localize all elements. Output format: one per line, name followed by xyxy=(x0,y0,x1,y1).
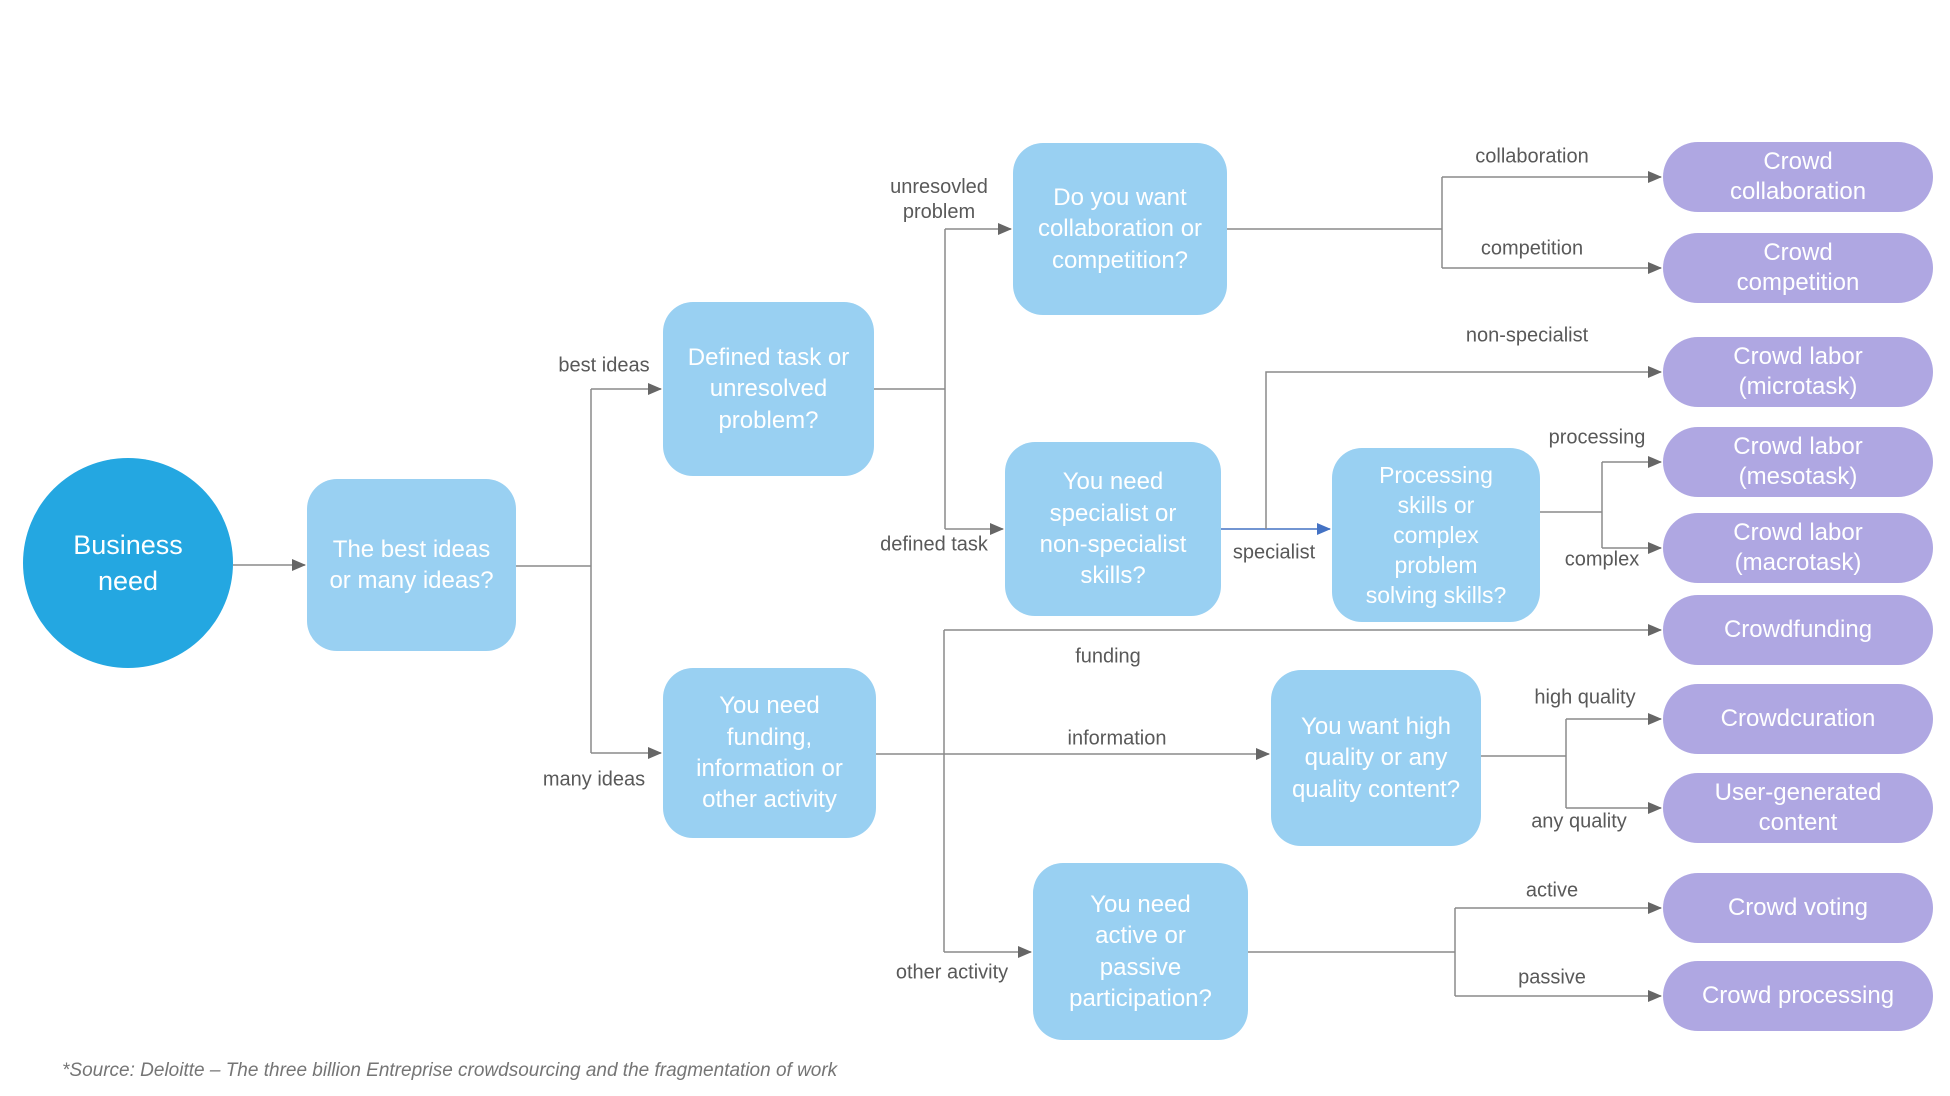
edge-label-any-quality: any quality xyxy=(1531,810,1627,833)
edge-label-specialist: specialist xyxy=(1232,541,1316,564)
node-outcome-crowdfunding: Crowdfunding xyxy=(1663,595,1933,665)
node-question-collaboration-or-competition: Do you want collaboration or competition… xyxy=(1013,143,1227,315)
edge-label-many-ideas: many ideas xyxy=(542,768,646,791)
node-outcome-user-generated-content: User-generated content xyxy=(1663,773,1933,843)
edge-label-competition: competition xyxy=(1480,237,1584,260)
source-note: *Source: Deloitte – The three billion En… xyxy=(62,1060,838,1081)
node-question-defined-task-or-problem: Defined task or unresolved problem? xyxy=(663,302,874,476)
edge-label-collaboration: collaboration xyxy=(1475,145,1589,168)
node-outcome-crowd-competition: Crowd competition xyxy=(1663,233,1933,303)
node-outcome-crowd-labor-microtask: Crowd labor (microtask) xyxy=(1663,337,1933,407)
edge-label-processing: processing xyxy=(1548,426,1646,449)
edge-label-passive: passive xyxy=(1518,966,1586,989)
edge-label-funding: funding xyxy=(1075,645,1141,668)
edge-non-specialist-arrow xyxy=(1265,366,1662,529)
node-outcome-crowd-labor-mesotask: Crowd labor (mesotask) xyxy=(1663,427,1933,497)
node-question-active-or-passive: You need active or passive participation… xyxy=(1033,863,1248,1040)
node-outcome-crowd-processing: Crowd processing xyxy=(1663,961,1933,1031)
node-business-need: Business need xyxy=(23,458,233,668)
edge-label-other-activity: other activity xyxy=(895,961,1009,984)
edge-label-high-quality: high quality xyxy=(1534,686,1636,709)
node-question-quality-content: You want high quality or any quality con… xyxy=(1271,670,1481,846)
node-outcome-crowd-collaboration: Crowd collaboration xyxy=(1663,142,1933,212)
edge-label-non-specialist: non-specialist xyxy=(1465,324,1589,347)
node-question-funding-information-activity: You need funding, information or other a… xyxy=(663,668,876,838)
node-outcome-crowd-labor-macrotask: Crowd labor (macrotask) xyxy=(1663,513,1933,583)
node-question-specialist-skills: You need specialist or non-specialist sk… xyxy=(1005,442,1221,616)
edge-label-active: active xyxy=(1525,879,1579,902)
node-question-best-or-many-ideas: The best ideas or many ideas? xyxy=(307,479,516,651)
edge-label-complex: complex xyxy=(1564,548,1640,571)
node-question-processing-or-complex: Processing skills or complex problem sol… xyxy=(1332,448,1540,622)
edge-label-information: information xyxy=(1067,727,1167,750)
edge-label-unresolved-problem: unresovled problem xyxy=(890,176,988,223)
node-outcome-crowdcuration: Crowdcuration xyxy=(1663,684,1933,754)
node-outcome-crowd-voting: Crowd voting xyxy=(1663,873,1933,943)
edge-label-best-ideas: best ideas xyxy=(558,354,650,377)
edge-label-defined-task: defined task xyxy=(880,533,988,556)
